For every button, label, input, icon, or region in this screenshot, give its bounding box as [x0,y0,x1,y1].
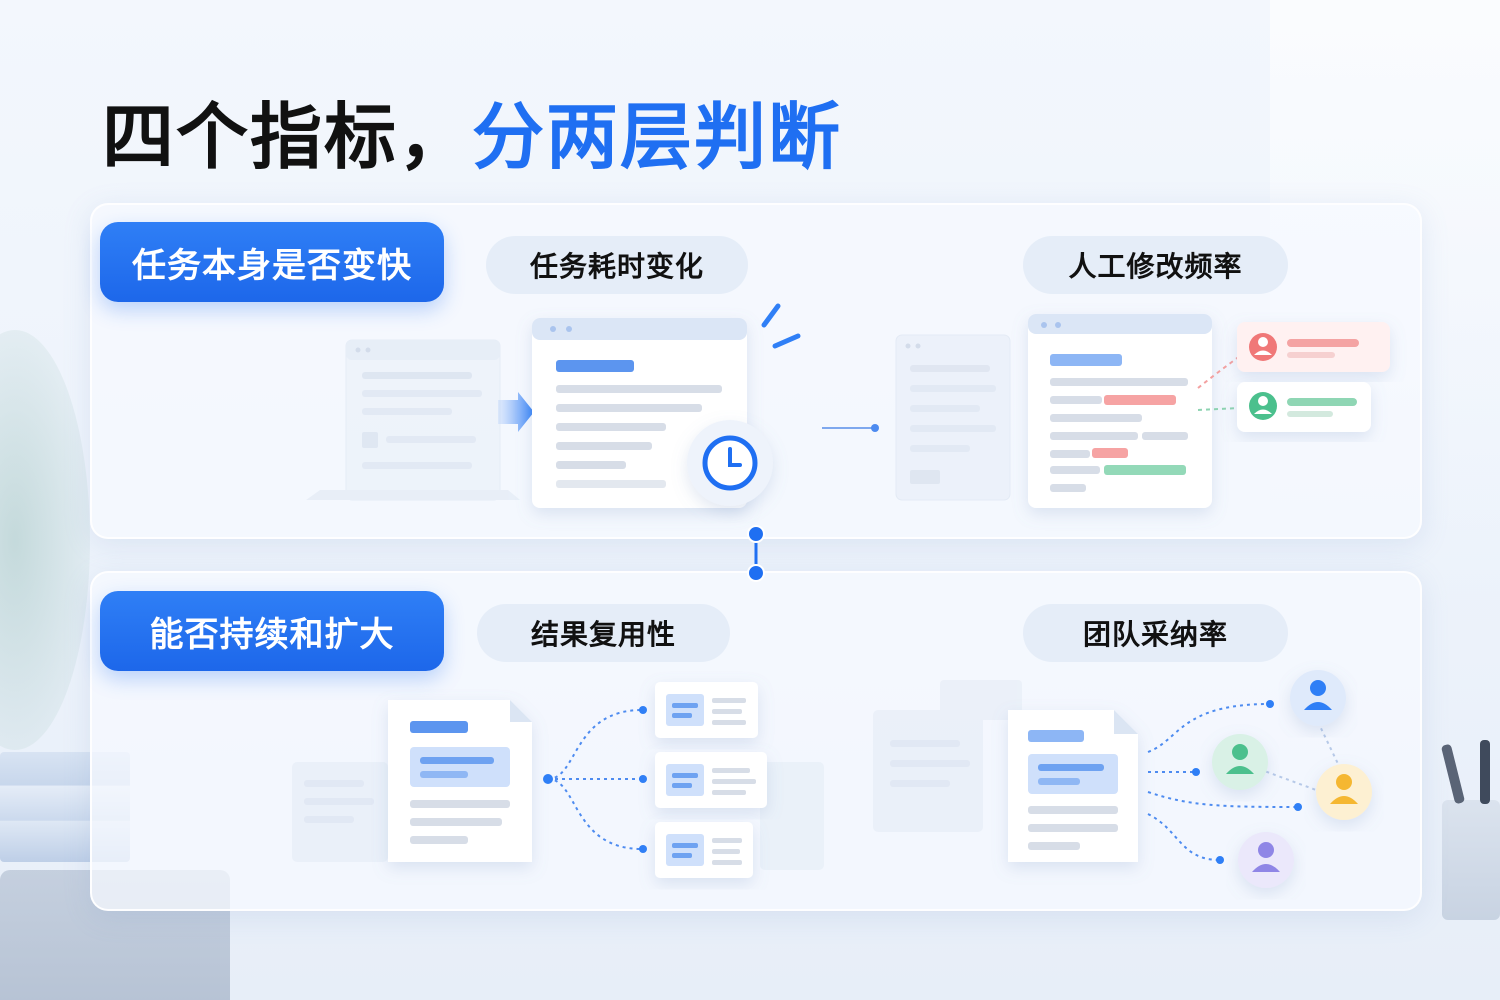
edit-connectors [1197,355,1241,411]
title-main: 四个指标， [102,95,473,179]
clock-icon [687,420,773,506]
team-member-purple [1238,832,1294,888]
reviewer-card-green [1237,382,1371,432]
background-pen [1480,740,1490,804]
adoption-dot [1192,768,1200,776]
user-icon [1310,680,1326,696]
user-icon [1232,744,1248,760]
category-pill-scale: 能否持续和扩大 [100,591,444,671]
adoption-lines [1147,703,1341,861]
metric-pill-adoption-rate: 团队采纳率 [1023,604,1288,662]
branch-origin-dot [543,774,553,784]
user-icon [1258,396,1268,406]
speed-burst-icon [761,303,801,349]
metric-pill-edit-frequency: 人工修改频率 [1023,236,1288,294]
branch-dot [639,845,647,853]
branch-dot [639,775,647,783]
branch-dot [639,706,647,714]
shared-document [1008,710,1138,862]
adoption-background-cards [873,680,1022,832]
source-document [388,700,532,862]
category-pill-speed: 任务本身是否变快 [100,222,444,302]
user-icon [1336,774,1352,790]
adoption-dot [1294,803,1302,811]
edited-document [1028,314,1212,508]
arrow-right-icon [498,392,534,432]
reviewer-card-red [1237,322,1390,372]
title-accent: 分两层判断 [472,95,843,179]
metric-pill-time-change: 任务耗时变化 [486,236,748,294]
connector-dot [871,424,879,432]
adoption-dot [1216,856,1224,864]
reuse-branch-lines [547,709,643,850]
background-pen-holder [1442,800,1500,920]
reused-card [655,752,767,808]
team-member-blue [1290,670,1346,726]
page-title: 四个指标，分两层判断 [102,78,842,183]
reuse-background-cards [292,762,824,870]
user-icon [1258,337,1268,347]
adoption-dot [1266,700,1274,708]
metric-pill-reusability: 结果复用性 [477,604,730,662]
team-member-green [1212,734,1268,790]
old-task-laptop [306,339,520,501]
reused-card [655,682,758,738]
draft-document-back [895,334,1011,501]
layer-connector [747,525,765,582]
user-icon [1258,842,1274,858]
reused-card [655,822,753,878]
team-member-yellow [1316,764,1372,820]
